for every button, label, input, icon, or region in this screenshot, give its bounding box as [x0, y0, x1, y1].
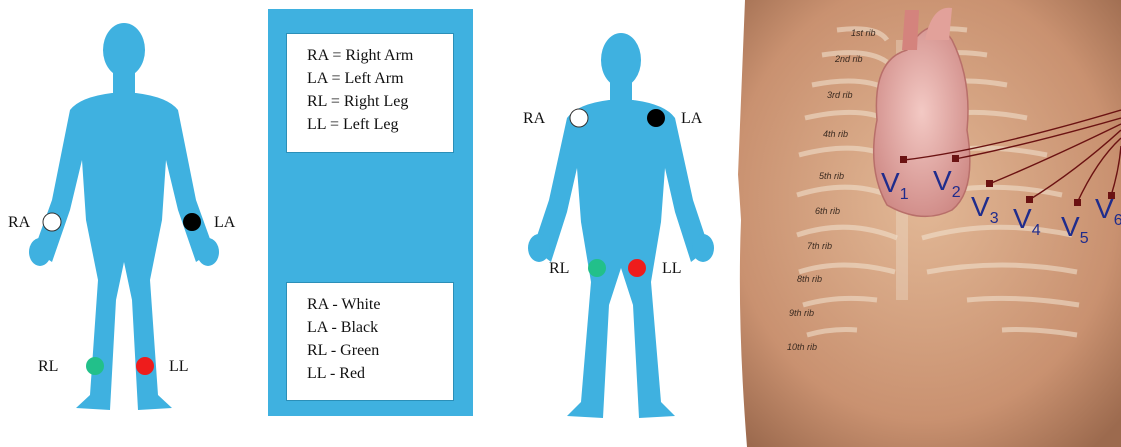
rib-label: 1st rib — [851, 28, 876, 38]
label-ll: LL — [169, 358, 189, 375]
rib-label: 3rd rib — [827, 90, 853, 100]
rib-label: 5th rib — [819, 171, 844, 181]
abbreviation-legend: RA = Right Arm LA = Left Arm RL = Right … — [286, 33, 454, 153]
legend-line: LA = Left Arm — [307, 67, 453, 90]
limb-lead-figure: RA LA RL LL — [0, 0, 262, 447]
legend-line: LL = Left Leg — [307, 113, 453, 136]
label-rl: RL — [549, 260, 569, 277]
chest-lead-illustration: 1st rib 2nd rib 3rd rib 4th rib 5th rib … — [727, 0, 1121, 447]
electrode-ll — [628, 259, 646, 277]
chest-diagram: 1st rib 2nd rib 3rd rib 4th rib 5th rib … — [727, 0, 1121, 447]
body-silhouette-limbs: RA LA RL LL — [0, 0, 262, 447]
legend-line: RA = Right Arm — [307, 44, 453, 67]
label-la: LA — [214, 214, 236, 231]
body-silhouette-torso: RA LA RL LL — [505, 0, 730, 447]
electrode-v4 — [1026, 196, 1033, 203]
label-la: LA — [681, 110, 703, 127]
legend-line: RL - Green — [307, 339, 453, 362]
electrode-rl — [588, 259, 606, 277]
label-ra: RA — [523, 110, 546, 127]
electrode-rl — [86, 357, 104, 375]
electrode-la — [647, 109, 665, 127]
electrode-v3 — [986, 180, 993, 187]
rib-label: 9th rib — [789, 308, 814, 318]
label-rl: RL — [38, 358, 58, 375]
electrode-ll — [136, 357, 154, 375]
legend-line: LL - Red — [307, 362, 453, 385]
rib-label: 8th rib — [797, 274, 822, 284]
electrode-la — [183, 213, 201, 231]
rib-label: 2nd rib — [834, 54, 863, 64]
legend-panel: RA = Right Arm LA = Left Arm RL = Right … — [268, 9, 473, 416]
torso-lead-figure: RA LA RL LL — [505, 0, 730, 447]
electrode-v2 — [952, 155, 959, 162]
color-legend: RA - White LA - Black RL - Green LL - Re… — [286, 282, 454, 401]
rib-label: 10th rib — [787, 342, 817, 352]
label-ra: RA — [8, 214, 31, 231]
legend-line: RA - White — [307, 293, 453, 316]
electrode-v1 — [900, 156, 907, 163]
rib-label: 7th rib — [807, 241, 832, 251]
legend-line: RL = Right Leg — [307, 90, 453, 113]
rib-label: 6th rib — [815, 206, 840, 216]
electrode-v5 — [1074, 199, 1081, 206]
legend-line: LA - Black — [307, 316, 453, 339]
electrode-ra — [570, 109, 588, 127]
electrode-ra — [43, 213, 61, 231]
label-ll: LL — [662, 260, 682, 277]
rib-label: 4th rib — [823, 129, 848, 139]
